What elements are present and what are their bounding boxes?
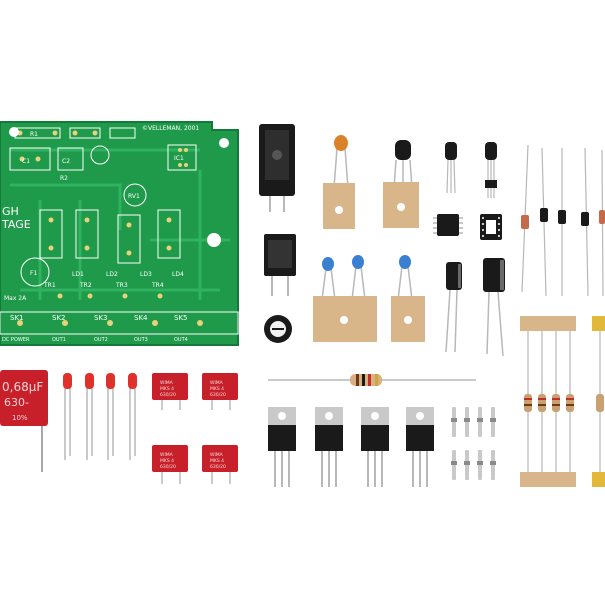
taped-resistors <box>520 316 576 487</box>
film-capacitor-body <box>0 370 48 426</box>
pcb-mount-hole <box>207 233 221 247</box>
electrolytic-capacitor <box>445 262 462 353</box>
diode <box>540 208 548 222</box>
ic-dip8 <box>433 214 463 236</box>
designator-tr4: TR4 <box>151 282 164 289</box>
diode <box>599 210 605 224</box>
film-capacitor-voltage: 630- <box>4 396 29 409</box>
resistor-bodies <box>524 394 574 412</box>
pcb-mount-hole <box>9 127 19 137</box>
terminal-sk1: SK1 <box>10 314 24 322</box>
small-capacitor-label: 630/20 <box>160 392 176 398</box>
designator-r1: R1 <box>30 131 38 138</box>
output-out2: OUT2 <box>94 337 108 343</box>
led <box>63 373 72 460</box>
led <box>85 373 94 460</box>
electrolytic-capacitor <box>483 258 505 357</box>
designator-ic1: IC1 <box>174 155 184 162</box>
small-capacitor-label: WIMA <box>210 380 224 386</box>
small-capacitor-label: 630/20 <box>160 464 176 470</box>
resistor <box>268 374 476 386</box>
small-capacitor-label: 630/20 <box>210 464 226 470</box>
taped-blue-capacitor <box>391 255 425 342</box>
film-capacitor-value: 0,68µF <box>2 380 43 394</box>
terminal-sk3: SK3 <box>94 314 108 322</box>
pcb-high-text: GH <box>2 205 19 218</box>
designator-c2: C2 <box>62 158 70 165</box>
dc-jack <box>264 234 296 296</box>
small-capacitor-label: MKS 4 <box>160 386 174 392</box>
output-out3: OUT3 <box>134 337 148 343</box>
pcb-designators: C1 C2 R1 R2 IC1 RV1 F1 LD1 LD2 LD3 LD4 T… <box>22 131 184 289</box>
small-capacitor-label: WIMA <box>210 452 224 458</box>
small-capacitor-label: WIMA <box>160 452 174 458</box>
small-capacitor-label: MKS 4 <box>210 458 224 464</box>
diode <box>521 215 529 229</box>
terminal-sk5: SK5 <box>174 314 188 322</box>
designator-ld4: LD4 <box>172 271 184 278</box>
terminal-sk2: SK2 <box>52 314 66 322</box>
voltage-regulator <box>361 407 389 487</box>
header-pins <box>452 407 495 480</box>
small-capacitor: WIMA MKS 4 630/20 <box>152 373 188 410</box>
diode <box>581 212 589 226</box>
voltage-regulator <box>315 407 343 487</box>
small-capacitors: WIMA MKS 4 630/20 WIMA MKS 4 630/20 WIMA… <box>152 373 238 484</box>
taped-transistor <box>383 140 419 228</box>
pcb-outputs: DC POWER OUT1 OUT2 OUT3 OUT4 <box>2 337 188 343</box>
designator-tr2: TR2 <box>79 282 92 289</box>
taped-resistors-partial <box>592 316 605 487</box>
film-capacitor: 0,68µF 630- 10% <box>0 370 48 472</box>
dc-jack <box>259 124 295 212</box>
designator-ld2: LD2 <box>106 271 118 278</box>
small-capacitor-label: MKS 4 <box>160 458 174 464</box>
led <box>128 373 137 460</box>
transistor-to92 <box>485 142 497 198</box>
pcb-brand-text: ©VELLEMAN, 2001 <box>142 125 199 132</box>
designator-c1: C1 <box>22 158 30 165</box>
transistor-to92 <box>445 142 457 194</box>
header-pin-collars <box>451 418 496 465</box>
pcb-max-current: Max 2A <box>4 295 27 302</box>
pcb-pads <box>17 130 203 326</box>
designator-tr1: TR1 <box>43 282 56 289</box>
film-capacitor-tolerance: 10% <box>12 414 28 422</box>
pcb-terminals: SK1 SK2 SK3 SK4 SK5 <box>10 314 188 322</box>
trimmer-potentiometer <box>264 315 292 343</box>
voltage-regulator <box>268 407 296 487</box>
designator-ld3: LD3 <box>140 271 152 278</box>
small-capacitor: WIMA MKS 4 630/20 <box>202 373 238 410</box>
voltage-regulator <box>406 407 434 487</box>
diode <box>558 210 566 224</box>
small-capacitor: WIMA MKS 4 630/20 <box>152 445 188 484</box>
resistor-tape-bottom <box>520 472 576 487</box>
ic-socket <box>480 214 502 240</box>
designator-f1: F1 <box>30 270 37 277</box>
red-leds <box>63 373 137 460</box>
pcb-voltage-text: TAGE <box>1 218 31 231</box>
designator-r2: R2 <box>60 175 68 182</box>
designator-ld1: LD1 <box>72 271 84 278</box>
terminal-sk4: SK4 <box>134 314 148 322</box>
taped-ceramic-capacitor <box>323 135 355 229</box>
taped-blue-capacitors <box>313 255 377 342</box>
pcb-mount-hole <box>219 138 229 148</box>
resistor-tape-top <box>520 316 576 331</box>
output-out1: OUT1 <box>52 337 66 343</box>
diode-bodies <box>521 208 605 229</box>
pcb-board: ©VELLEMAN, 2001 GH TAGE Max 2A C1 C2 R1 … <box>0 121 239 346</box>
to220-regulators <box>268 407 434 487</box>
designator-rv1: RV1 <box>128 193 140 200</box>
output-dc-power: DC POWER <box>2 337 30 343</box>
small-capacitor-label: MKS 4 <box>210 386 224 392</box>
led <box>106 373 115 460</box>
small-capacitor: WIMA MKS 4 630/20 <box>202 445 238 484</box>
small-capacitor-label: 630/20 <box>210 392 226 398</box>
pcb-silkscreen <box>0 127 239 335</box>
designator-tr3: TR3 <box>115 282 128 289</box>
small-capacitor-label: WIMA <box>160 380 174 386</box>
output-out4: OUT4 <box>174 337 188 343</box>
